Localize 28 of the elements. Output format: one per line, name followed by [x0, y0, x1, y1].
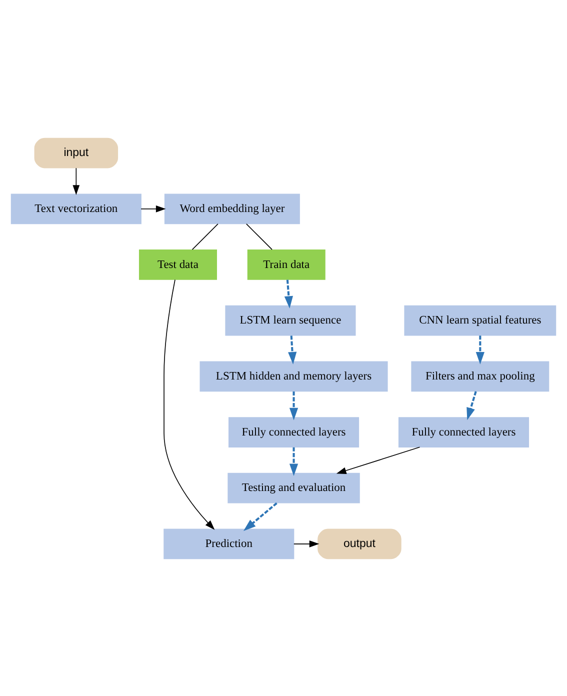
node-box: LSTM learn sequence [225, 304, 356, 336]
arrow [336, 446, 420, 474]
node-box: Train data [247, 249, 326, 280]
arrow [289, 446, 298, 476]
arrow [476, 335, 484, 364]
node-box: Fully connected layers [228, 416, 360, 447]
arrow [288, 335, 297, 364]
arrow [140, 204, 166, 212]
connector [246, 223, 272, 250]
arrow [284, 279, 293, 308]
arrow [72, 167, 80, 194]
node-box: input [34, 137, 118, 168]
node-box: Word embedding layer [164, 193, 300, 224]
arrow [289, 390, 298, 420]
arrow [294, 540, 320, 547]
node-box: Fully connected layers [398, 416, 530, 447]
node-box: output [318, 528, 402, 559]
node-box: Prediction [164, 528, 294, 559]
node-box: Text vectorization [10, 193, 142, 224]
node-box: Test data [138, 249, 217, 280]
arrow [466, 390, 477, 420]
arrow [243, 502, 278, 530]
node-box: Testing and evaluation [228, 472, 360, 503]
node-box: LSTM hidden and memory layers [200, 360, 388, 392]
connector [192, 223, 218, 250]
node-box: CNN learn spatial features [404, 304, 556, 336]
arrow [164, 278, 215, 530]
node-box: Filters and max pooling [411, 360, 550, 392]
